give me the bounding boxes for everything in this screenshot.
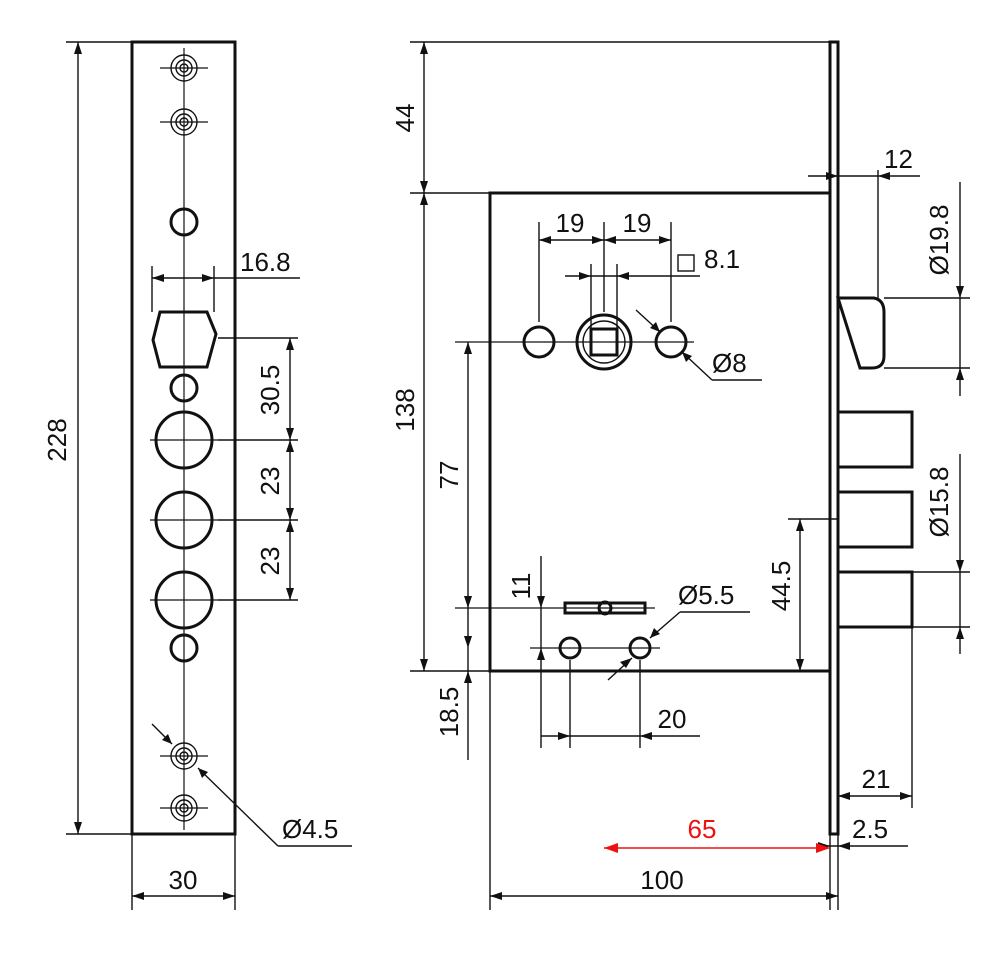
backset-label: 65 <box>688 814 717 844</box>
latch-diameter-label: Ø19.8 <box>924 205 954 276</box>
body-width-label: 100 <box>640 865 683 895</box>
hole-diameter-label: Ø8 <box>712 348 747 378</box>
spindle-left-label: 19 <box>556 208 585 238</box>
bolt-diameter-label: Ø15.8 <box>924 467 954 538</box>
face-thickness-label: 2.5 <box>852 814 888 844</box>
spacing-1-label: 30.5 <box>255 365 285 416</box>
bolt-projection-label: 21 <box>862 764 891 794</box>
faceplate-length-label: 228 <box>42 418 72 461</box>
small-hole-label: Ø5.5 <box>678 580 734 610</box>
screw-hole-bottom-1 <box>160 742 208 770</box>
key-slot-offset-label: 11 <box>506 573 536 600</box>
latch-bolt <box>835 296 886 370</box>
screw-hole-label: Ø4.5 <box>282 814 338 844</box>
screw-hole-top-2 <box>160 108 208 136</box>
faceplate-hole-small <box>169 373 199 403</box>
body-height-label: 138 <box>390 388 420 431</box>
dead-bolt-2 <box>836 490 914 549</box>
faceplate-width-label: 30 <box>169 865 198 895</box>
spindle-square-label: 8.1 <box>704 244 740 274</box>
plate-thickness-label: 12 <box>884 144 913 174</box>
faceplate-hole <box>169 207 199 237</box>
faceplate-outline <box>130 40 237 836</box>
spacing-3-label: 23 <box>255 547 285 576</box>
top-offset-label: 44 <box>390 104 420 133</box>
dead-bolt-1 <box>836 410 914 469</box>
faceplate-view: 16.8 30.5 23 23 <box>42 40 352 910</box>
square-symbol-icon <box>677 254 695 272</box>
screw-hole-bottom-2 <box>160 794 208 822</box>
spacing-2-label: 23 <box>255 467 285 496</box>
faceplate-hole-lower <box>169 633 199 663</box>
bolt-spacing-label: 44.5 <box>766 561 796 612</box>
latch-opening <box>151 310 218 369</box>
bottom-offset-label: 18.5 <box>434 687 464 738</box>
screw-hole-top-1 <box>160 54 208 82</box>
lock-body-view: 19 19 8.1 Ø8 Ø5.5 11 <box>390 40 970 910</box>
dead-bolt-3 <box>836 570 914 629</box>
spindle-height-label: 77 <box>434 461 464 490</box>
hole-spacing-label: 20 <box>658 704 687 734</box>
cylinder-width-label: 16.8 <box>240 247 291 277</box>
spindle-right-label: 19 <box>623 208 652 238</box>
